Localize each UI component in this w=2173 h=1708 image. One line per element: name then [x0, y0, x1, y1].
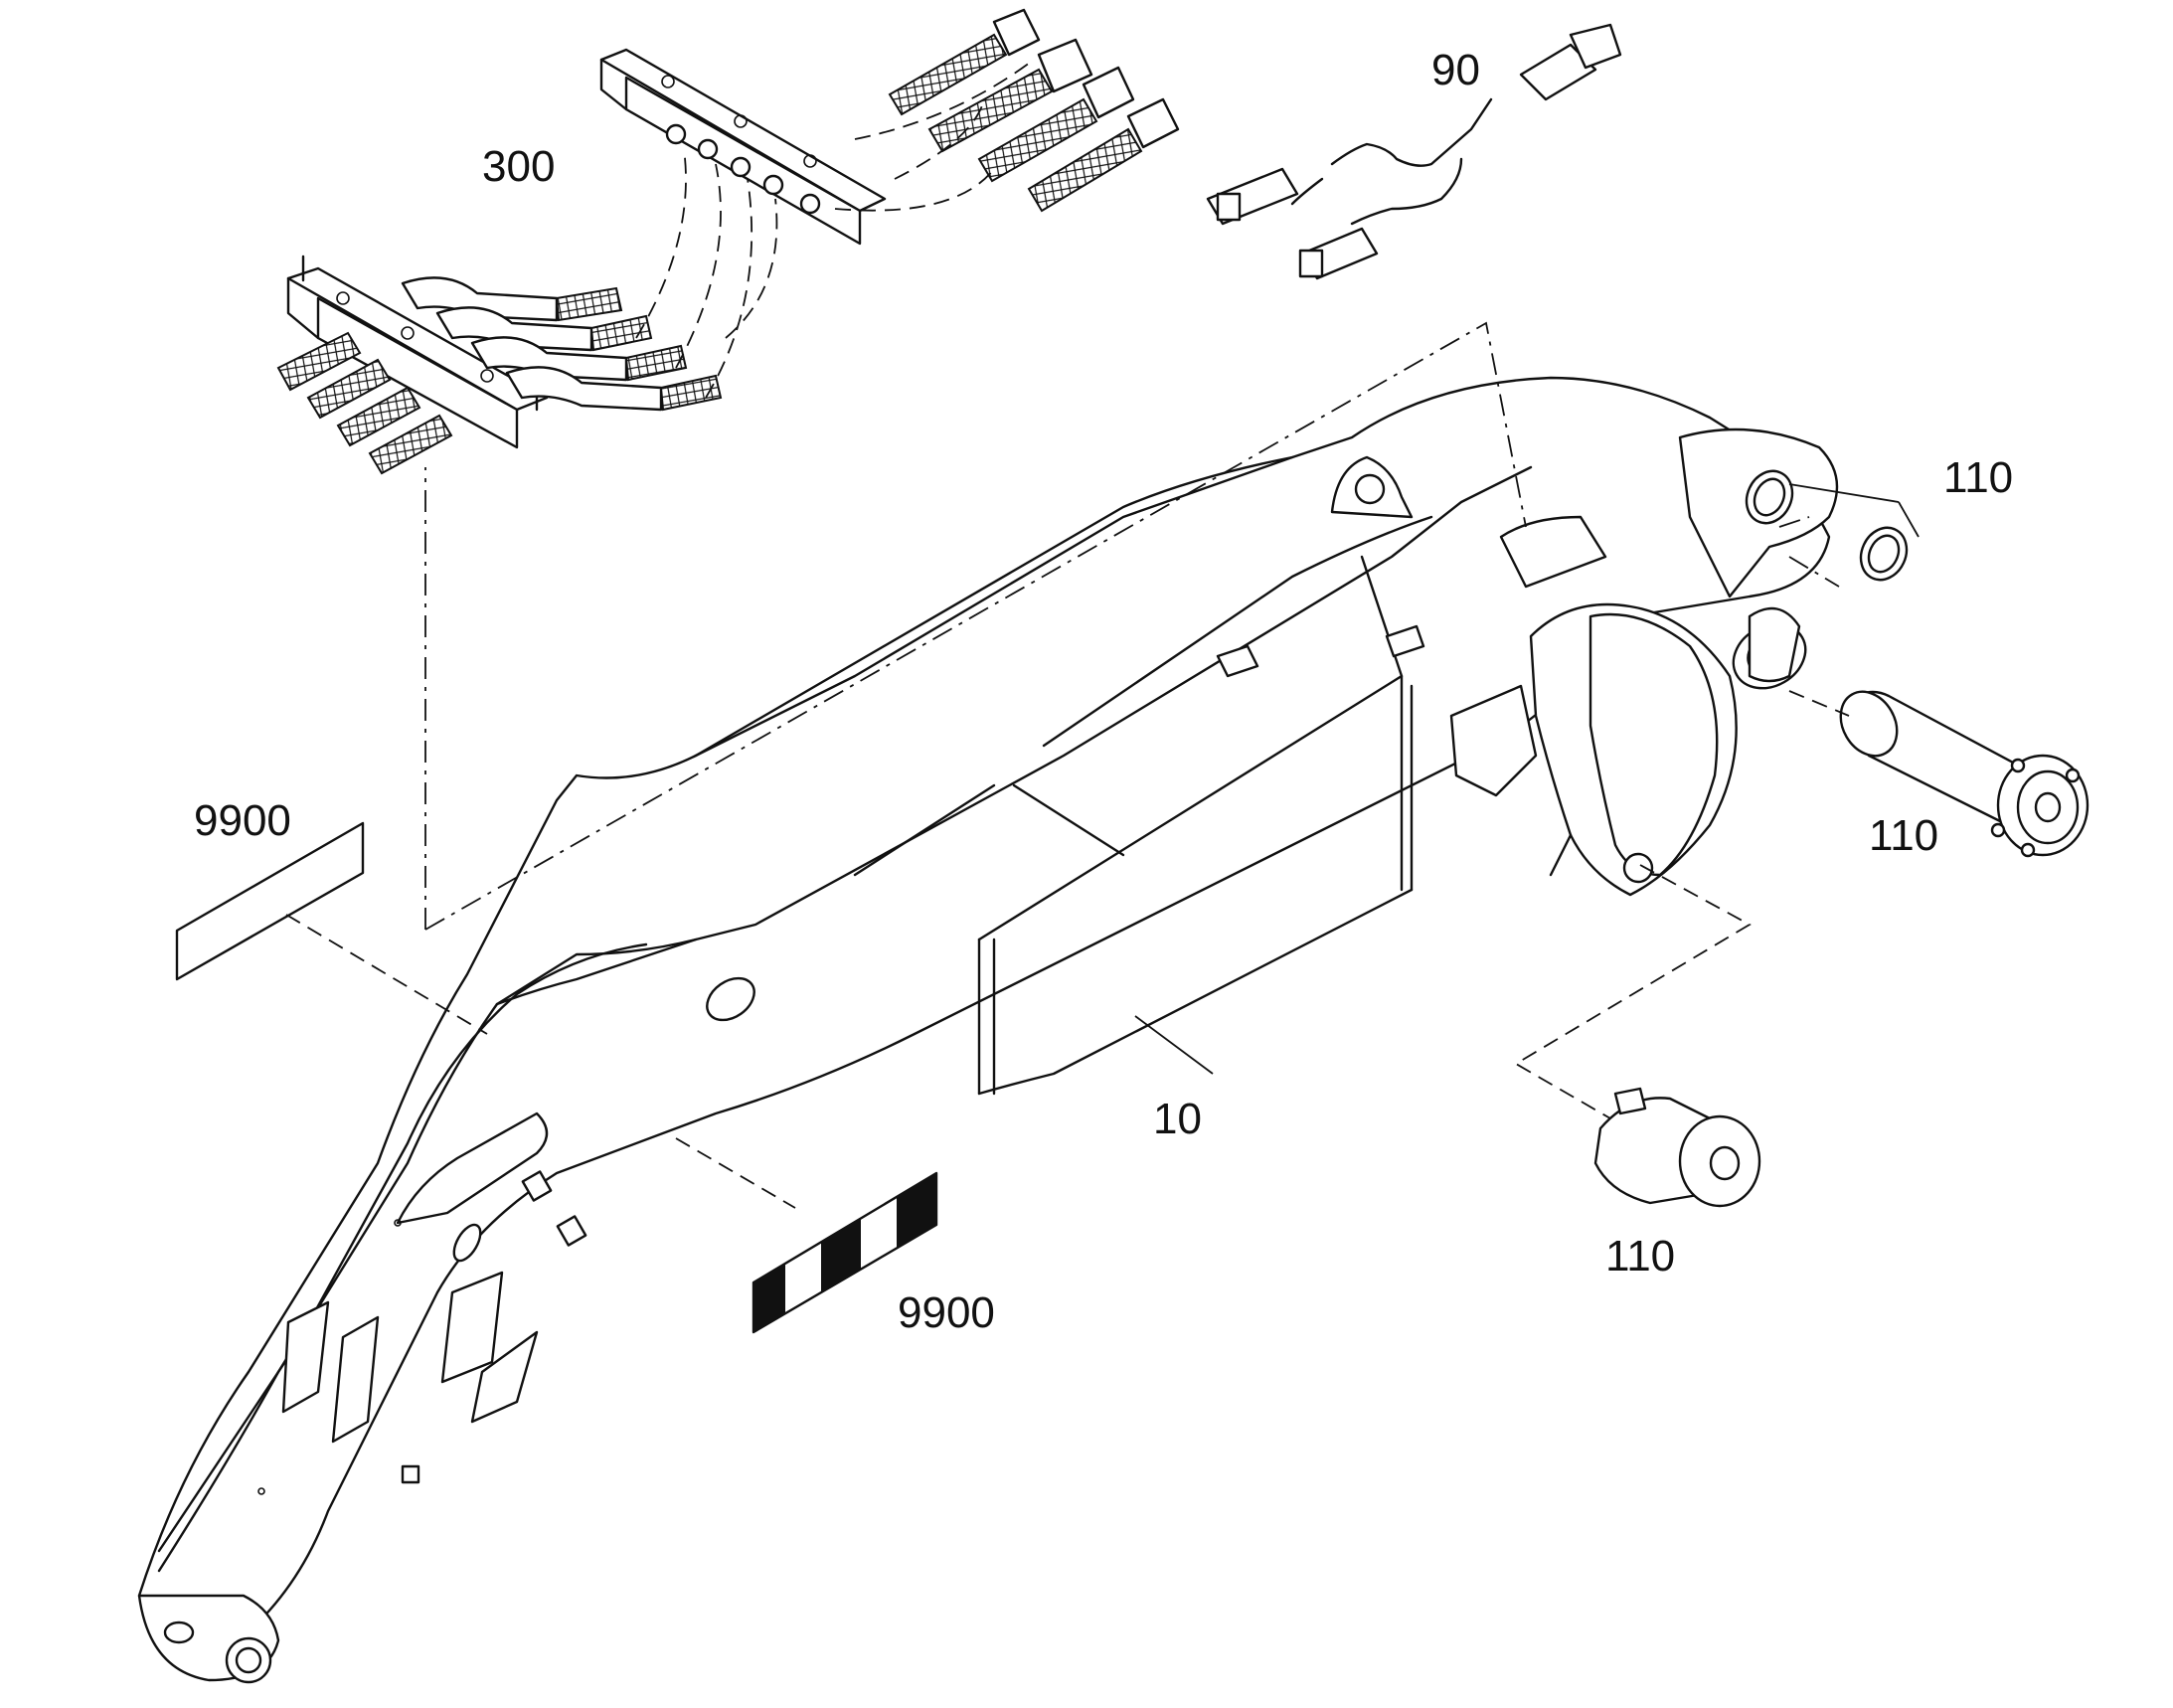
pin-lower-part: [1593, 1087, 1761, 1208]
callout-boom: 10: [1153, 1095, 1202, 1143]
assembly-lead-lines: [285, 321, 1850, 1209]
callout-decal-striped: 9900: [898, 1288, 995, 1337]
decal-striped-part: [752, 1171, 938, 1334]
callout-harness: 90: [1431, 46, 1480, 94]
boom-part: [137, 376, 1839, 1684]
decal-plain-part: [175, 821, 365, 981]
callout-pin-upper: 110: [1869, 811, 1938, 860]
wiring-harness-part: [1206, 23, 1622, 280]
callout-hose-manifold: 300: [482, 142, 555, 191]
pin-upper-part: [1839, 690, 2089, 858]
hose-manifold-part: [276, 8, 1180, 475]
hose-fittings-upper: [888, 8, 1180, 213]
callout-ring-pair: 110: [1943, 453, 2013, 502]
seal-rings-part: [1745, 469, 1909, 582]
callout-pin-lower: 110: [1605, 1232, 1675, 1281]
callout-leader-lines: [1134, 483, 1920, 1075]
callout-decal-plain: 9900: [194, 796, 291, 845]
